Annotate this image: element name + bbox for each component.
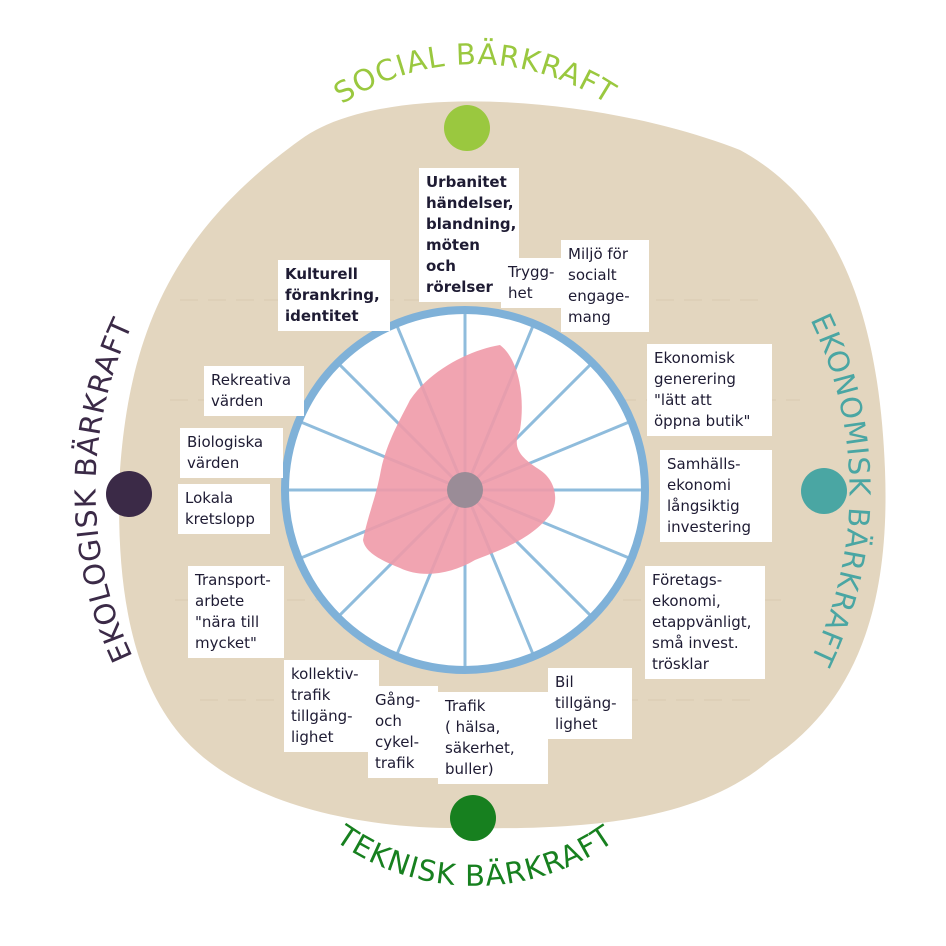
label-urbanitet: Urbanitet händelser, blandning, möten oc… xyxy=(419,168,519,302)
label-trygghet: Trygg- het xyxy=(501,258,567,308)
label-biologiska: Biologiska värden xyxy=(180,428,283,478)
ecological-dot xyxy=(106,471,152,517)
label-lokala: Lokala kretslopp xyxy=(178,484,270,534)
assessment-area xyxy=(363,345,556,574)
pillar-label-social: SOCIAL BÄRKRAFT xyxy=(328,37,623,110)
label-bil: Bil tillgäng- lighet xyxy=(548,668,632,739)
label-kollektivtrafik: kollektiv- trafik tillgäng- lighet xyxy=(284,660,379,752)
label-ekonomisk-generering: Ekonomisk generering "lätt att öppna but… xyxy=(647,344,772,436)
wheel-hub xyxy=(447,472,483,508)
label-samhallsekonomi: Samhälls- ekonomi långsiktig investering xyxy=(660,450,772,542)
economic-dot xyxy=(801,468,847,514)
label-kulturell: Kulturell förankring, identitet xyxy=(278,260,390,331)
label-foretagsekonomi: Företags- ekonomi, etappvänligt, små inv… xyxy=(645,566,765,679)
label-transport: Transport- arbete "nära till mycket" xyxy=(188,566,284,658)
label-gang-cykel: Gång- och cykel- trafik xyxy=(368,686,438,778)
wheel-rim xyxy=(281,306,649,674)
social-dot xyxy=(444,105,490,151)
label-miljo: Miljö för socialt engage- mang xyxy=(561,240,649,332)
label-trafik: Trafik ( hälsa, säkerhet, buller) xyxy=(438,692,548,784)
label-rekreativa: Rekreativa värden xyxy=(204,366,304,416)
technical-dot xyxy=(450,795,496,841)
